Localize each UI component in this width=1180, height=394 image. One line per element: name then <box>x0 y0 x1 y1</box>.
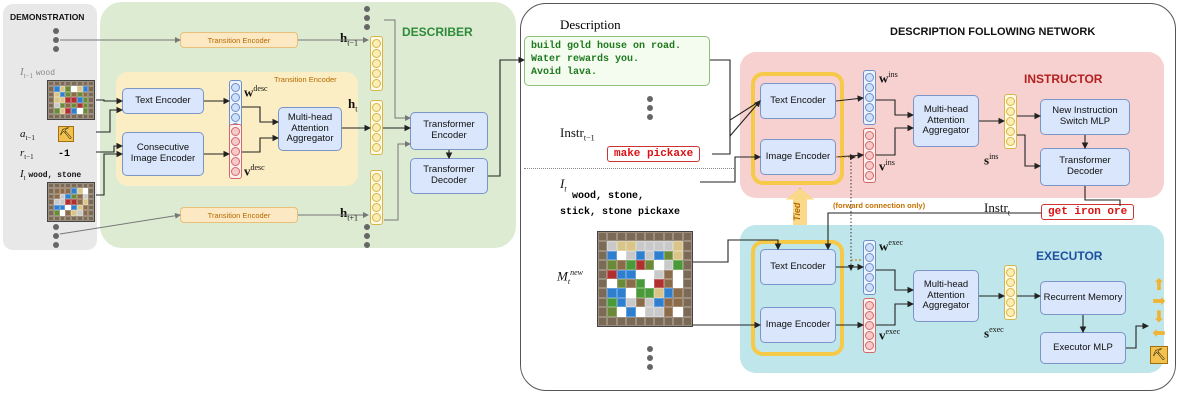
description-box: build gold house on road. Water rewards … <box>524 36 710 86</box>
demo-map-prev <box>47 80 95 120</box>
m-new-label: Mtnew <box>557 268 583 286</box>
w-desc-vector <box>229 80 242 135</box>
demo-i-prev-label: It−1 wood <box>20 66 56 81</box>
describer-dots-top <box>364 6 370 33</box>
h-prev-vector <box>370 36 383 91</box>
demo-action-label: at−1 <box>20 128 35 143</box>
dotted-separator <box>524 168 734 169</box>
describer-title: DESCRIBER <box>402 25 473 39</box>
v-desc-label: vdesc <box>244 163 265 179</box>
pickaxe-icon: ⛏ <box>58 126 74 142</box>
h-next-label: ht+1 <box>340 205 358 223</box>
instructor-image-encoder: Image Encoder <box>760 139 836 175</box>
instructor-transformer-decoder: Transformer Decoder <box>1040 148 1130 186</box>
arrow-left-icon: ⬅ <box>1152 325 1166 342</box>
instructor-mha: Multi-head Attention Aggregator <box>913 95 979 147</box>
describer-transformer-encoder: Transformer Encoder <box>410 112 488 150</box>
describer-transformer-decoder: Transformer Decoder <box>410 158 488 194</box>
instructor-switch-mlp: New Instruction Switch MLP <box>1040 99 1130 135</box>
instructor-tied-frame <box>751 72 844 185</box>
instr-prev-value: make pickaxe <box>607 146 701 162</box>
describer-dots-bottom <box>364 224 370 251</box>
s-exec-vector <box>1004 265 1017 320</box>
v-ins-label: vins <box>879 158 895 174</box>
executor-recurrent-memory: Recurrent Memory <box>1040 281 1126 315</box>
map-new <box>597 231 693 327</box>
pickaxe-action-icon: ⛏ <box>1150 346 1168 364</box>
v-exec-label: vexec <box>879 327 901 343</box>
v-desc-vector <box>229 124 242 179</box>
executor-title: EXECUTOR <box>1036 249 1103 263</box>
w-ins-label: wins <box>879 70 898 86</box>
inventory-line-1: wood, stone, <box>572 191 645 202</box>
description-line-1: build gold house on road. <box>531 41 682 52</box>
h-t-label: ht <box>348 96 358 114</box>
inventory-line-2: stick, stone pickaxe <box>560 207 681 218</box>
w-desc-label: wdesc <box>244 84 268 100</box>
executor-mha: Multi-head Attention Aggregator <box>913 270 979 322</box>
executor-tied-frame <box>751 240 844 356</box>
arrow-down-icon: ⬇ <box>1152 309 1166 326</box>
arrow-up-icon: ⬆ <box>1152 277 1166 294</box>
demonstration-title: DEMONSTRATION <box>10 12 85 22</box>
description-dots <box>647 96 653 123</box>
transition-encoder-inner-label: Transition Encoder <box>274 75 337 84</box>
executor-mlp: Executor MLP <box>1040 332 1126 364</box>
instr-prev-label: Instrt−1 <box>560 125 595 143</box>
describer-text-encoder: Text Encoder <box>122 88 204 114</box>
action-icons: ⬆ ➡ ⬇ ⬅ ⛏ <box>1150 278 1168 364</box>
executor-text-encoder: Text Encoder <box>760 249 836 285</box>
w-exec-label: wexec <box>879 238 904 254</box>
describer-mha: Multi-head Attention Aggregator <box>278 107 342 151</box>
h-prev-label: ht−1 <box>340 30 358 48</box>
description-line-2: Water rewards you. <box>531 54 640 65</box>
v-ins-vector <box>863 128 876 183</box>
h-next-vector <box>370 170 383 225</box>
instr-t-value: get iron ore <box>1041 204 1135 220</box>
description-label: Description <box>560 17 621 32</box>
h-t-vector <box>370 100 383 155</box>
instructor-title: INSTRUCTOR <box>1024 72 1103 86</box>
demo-reward-value: -1 <box>58 149 71 160</box>
dfn-i-t-label: It <box>560 176 567 194</box>
s-ins-vector <box>1004 94 1017 149</box>
demo-i-t-label: It wood, stone <box>20 168 82 183</box>
executor-image-encoder: Image Encoder <box>760 307 836 343</box>
forward-connection-note: (forward connection only) <box>833 201 926 210</box>
s-exec-label: sexec <box>984 325 1004 341</box>
demo-reward-label: rt−1 <box>20 147 34 162</box>
description-line-3: Avoid lava. <box>531 67 598 78</box>
instructor-text-encoder: Text Encoder <box>760 83 836 119</box>
demo-dots-top <box>53 28 59 55</box>
dfn-dots-bottom <box>647 346 653 373</box>
demo-dots-bottom <box>53 224 59 251</box>
arrow-right-icon: ➡ <box>1152 293 1166 310</box>
dfn-title: DESCRIPTION FOLLOWING NETWORK <box>890 26 1096 38</box>
s-ins-label: sins <box>984 152 999 168</box>
describer-image-encoder: Consecutive Image Encoder <box>122 132 204 176</box>
demo-map-current <box>47 182 95 222</box>
